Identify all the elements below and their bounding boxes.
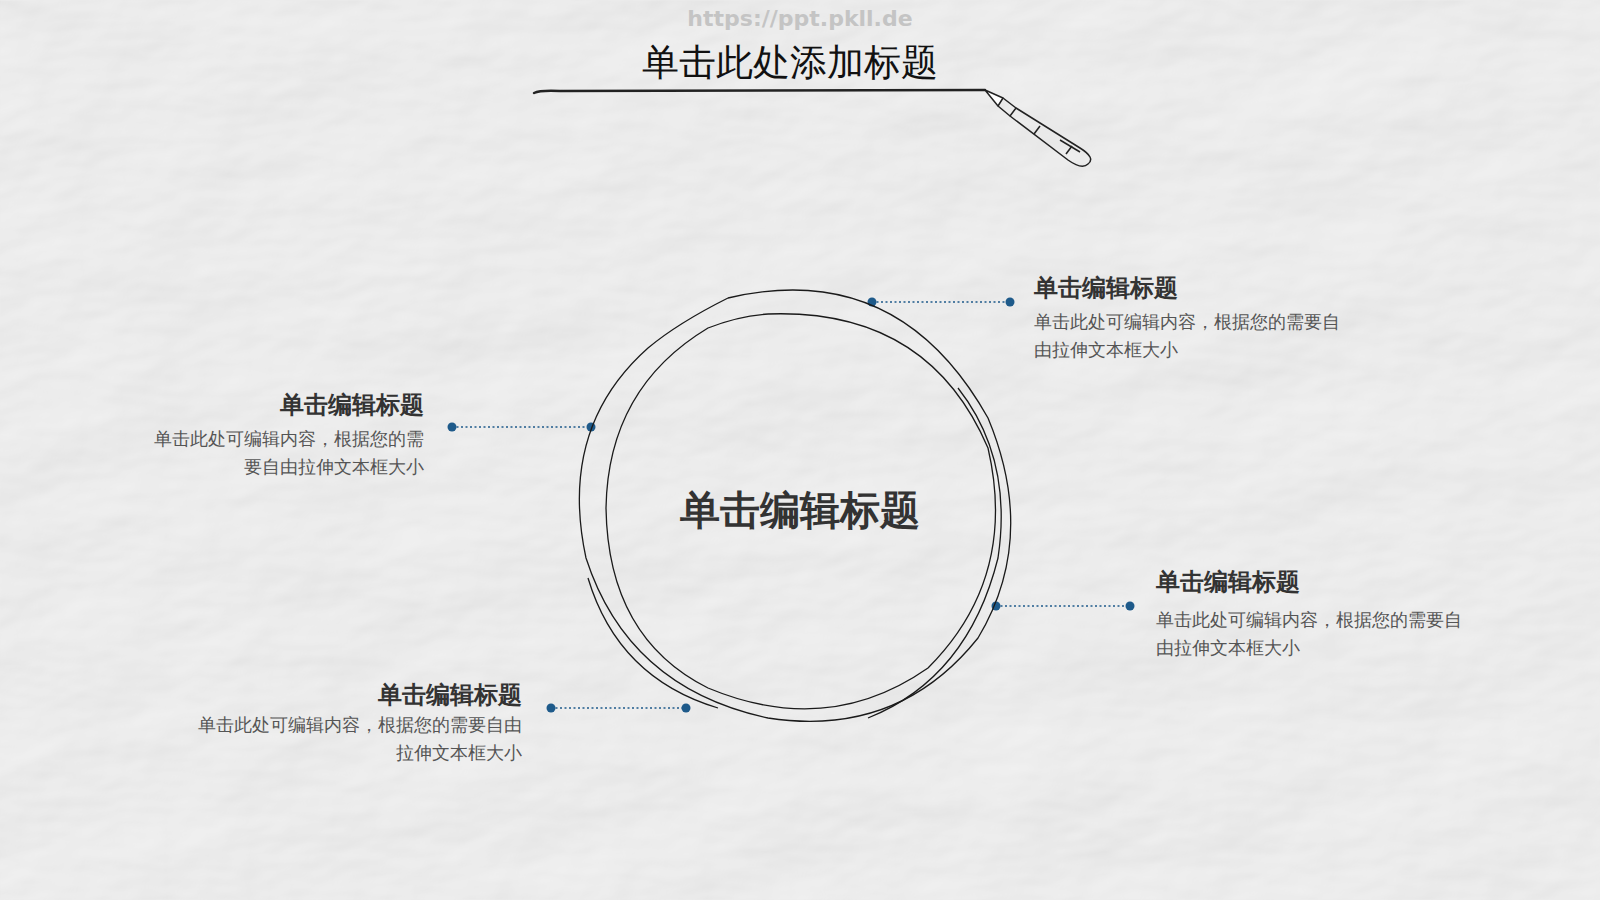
circle-content: 单击编辑标题 — [568, 278, 1032, 742]
callout-body: 单击此处可编辑内容，根据您的需要自由拉伸文本框大小 — [154, 425, 424, 481]
callout-body: 单击此处可编辑内容，根据您的需要自由拉伸文本框大小 — [197, 711, 522, 767]
page-title: 单击此处添加标题 — [540, 38, 1040, 88]
leader-lines — [448, 298, 1135, 713]
center-circle: 单击编辑标题 — [568, 278, 1032, 742]
circle-title: 单击编辑标题 — [680, 483, 920, 538]
callout-heading: 单击编辑标题 — [1156, 566, 1476, 598]
ring-stroke — [579, 290, 1010, 721]
callout-heading: 单击编辑标题 — [1034, 272, 1354, 304]
ring-stroke — [868, 388, 1001, 718]
callout-body: 单击此处可编辑内容，根据您的需要自由拉伸文本框大小 — [1156, 606, 1462, 662]
watermark: https://ppt.pkll.de — [640, 6, 960, 31]
callout-heading: 单击编辑标题 — [104, 389, 424, 421]
ring-stroke — [606, 314, 996, 709]
title-underline — [534, 90, 985, 93]
ring-stroke — [588, 578, 718, 708]
callout-heading: 单击编辑标题 — [202, 679, 522, 711]
pen-drawing — [985, 90, 1091, 166]
callout-body: 单击此处可编辑内容，根据您的需要自由拉伸文本框大小 — [1034, 308, 1340, 364]
